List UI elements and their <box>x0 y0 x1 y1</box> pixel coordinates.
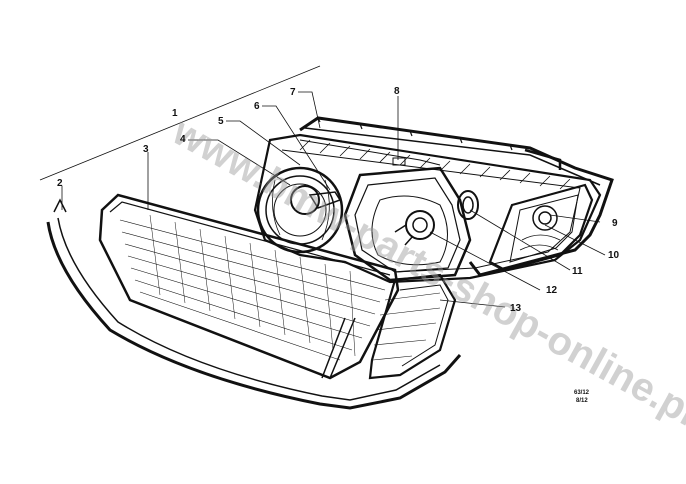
callout-11: 11 <box>572 266 583 277</box>
callout-12: 12 <box>546 285 558 296</box>
center-reflector-bowl <box>343 166 472 282</box>
callout-2: 2 <box>57 178 63 189</box>
leader-4 <box>188 139 291 186</box>
leader-1 <box>39 65 321 181</box>
callout-3: 3 <box>143 144 149 155</box>
callout-9: 9 <box>612 218 618 229</box>
diagram-codes: 63/12 8/12 <box>574 390 590 404</box>
front-lens <box>98 193 400 380</box>
bulb-socket <box>457 190 479 220</box>
indicator-lens <box>368 273 457 380</box>
callout-13: 13 <box>510 303 522 314</box>
leader-9 <box>549 214 601 223</box>
callout-7: 7 <box>290 87 296 98</box>
leader-12 <box>429 231 541 291</box>
callout-8: 8 <box>394 86 400 97</box>
indicator-assembly <box>488 183 594 272</box>
rear-housing <box>299 116 614 277</box>
callout-numbers: 1 2 3 4 5 6 7 8 9 10 11 12 13 <box>57 86 620 314</box>
leader-11 <box>469 209 571 271</box>
reflector-frame <box>253 133 602 284</box>
leader-5 <box>226 120 301 166</box>
callout-5: 5 <box>218 116 224 127</box>
callout-1: 1 <box>172 108 178 119</box>
diagram-code-1: 63/12 <box>574 390 590 396</box>
callout-6: 6 <box>254 101 260 112</box>
diagram-code-2: 8/12 <box>576 398 588 404</box>
leader-6 <box>262 105 331 191</box>
callout-4: 4 <box>180 134 186 145</box>
leader-7 <box>298 91 321 129</box>
trim-ring <box>46 198 462 410</box>
leader-13 <box>439 299 506 308</box>
leader-10 <box>544 224 606 256</box>
leader-lines <box>39 65 606 308</box>
callout-10: 10 <box>608 250 620 261</box>
